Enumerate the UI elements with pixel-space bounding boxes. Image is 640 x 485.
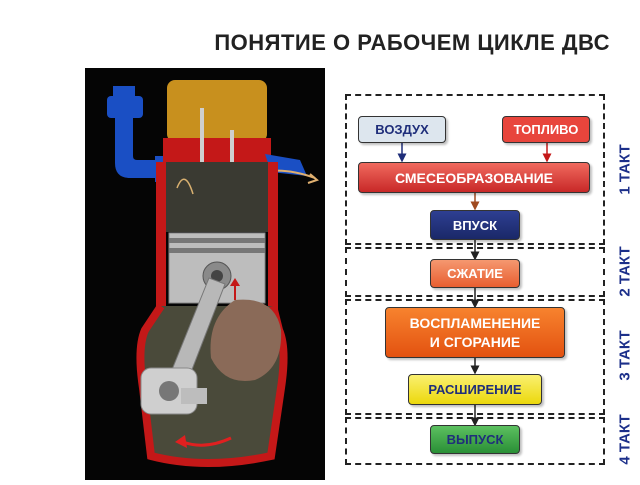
stroke3-label: 3 ТАКТ — [616, 330, 634, 381]
compression-box: СЖАТИЕ — [430, 259, 520, 288]
ignition-line-1: ВОСПЛАМЕНЕНИЕ — [409, 314, 541, 331]
engine-cutaway-illustration — [85, 68, 325, 480]
stroke1-label: 1 ТАКТ — [616, 144, 634, 195]
ignition-box: ВОСПЛАМЕНЕНИЕ И СГОРАНИЕ — [385, 307, 565, 358]
stroke2-label: 2 ТАКТ — [616, 246, 634, 297]
intake-box: ВПУСК — [430, 210, 520, 240]
ignition-line-2: И СГОРАНИЕ — [429, 333, 521, 350]
crankshaft — [140, 367, 207, 415]
crank-counterweight — [210, 299, 282, 382]
stroke4-label: 4 ТАКТ — [616, 414, 634, 465]
exhaust-box: ВЫПУСК — [430, 425, 520, 454]
page-title: ПОНЯТИЕ О РАБОЧЕМ ЦИКЛЕ ДВС — [214, 30, 610, 55]
expansion-box: РАСШИРЕНИЕ — [408, 374, 542, 405]
fuel-box: ТОПЛИВО — [502, 116, 590, 143]
engine-drawing — [107, 80, 319, 467]
mixing-box: СМЕСЕОБРАЗОВАНИЕ — [358, 162, 590, 193]
air-box: ВОЗДУХ — [358, 116, 446, 143]
cylinder-head — [167, 80, 267, 142]
